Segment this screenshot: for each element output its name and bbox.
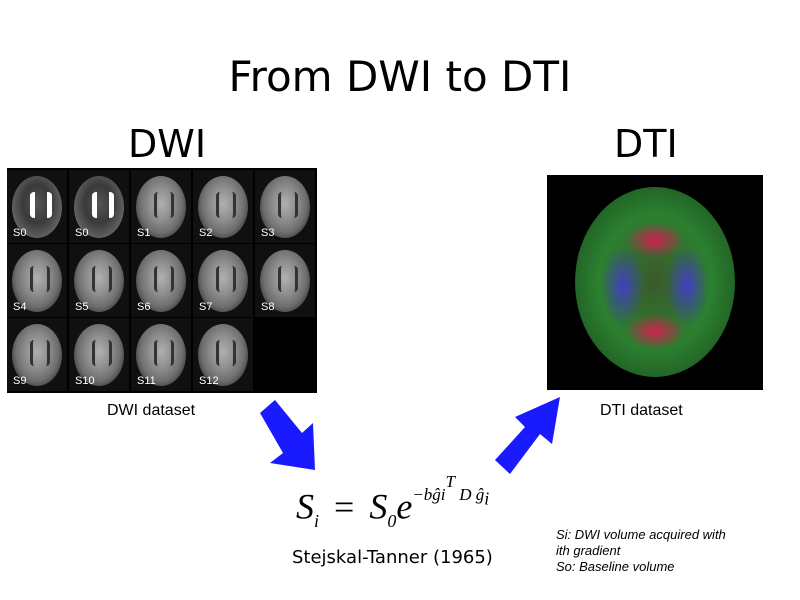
dwi-tile: S12	[193, 318, 253, 391]
dwi-tile: S11	[131, 318, 191, 391]
formula-rhs-subscript: 0	[387, 510, 397, 531]
ventricle	[278, 266, 298, 292]
brain-slice	[198, 250, 248, 312]
dwi-tile: S9	[7, 318, 67, 391]
dwi-empty-tile	[255, 318, 315, 391]
ventricle	[278, 192, 298, 218]
dwi-tile-label: S2	[199, 227, 213, 239]
dwi-tile-label: S4	[13, 301, 27, 313]
brain-slice	[198, 176, 248, 238]
ventricle	[216, 266, 236, 292]
arrow-up-right-icon	[495, 397, 560, 474]
ventricle	[30, 266, 50, 292]
formula-lhs: S	[296, 486, 314, 527]
dwi-caption: DWI dataset	[107, 402, 196, 419]
dwi-tile: S0	[7, 170, 67, 243]
dwi-tile: S6	[131, 244, 191, 317]
ventricle	[30, 192, 52, 218]
dwi-tile-label: S9	[13, 375, 27, 387]
ventricle	[92, 266, 112, 292]
brain-slice	[74, 250, 124, 312]
dti-brain-slice	[575, 187, 735, 377]
formula-legend: Si: DWI volume acquired with ith gradien…	[556, 527, 726, 575]
dti-color-map-image	[547, 175, 763, 390]
formula-exponent: −bĝiT D ĝi	[412, 472, 490, 509]
arrow-down-right-icon	[260, 400, 315, 470]
ventricle	[30, 340, 50, 366]
dwi-tile: S1	[131, 170, 191, 243]
dwi-tile: S0	[69, 170, 129, 243]
citation: Stejskal-Tanner (1965)	[292, 547, 493, 568]
brain-slice	[260, 176, 310, 238]
brain-slice	[74, 324, 124, 386]
brain-slice	[12, 250, 62, 312]
dwi-tile-label: S0	[13, 227, 27, 239]
dwi-tile-label: S10	[75, 375, 95, 387]
dwi-tile: S7	[193, 244, 253, 317]
dwi-tile-label: S7	[199, 301, 213, 313]
dwi-tile: S3	[255, 170, 315, 243]
ventricle	[216, 340, 236, 366]
ventricle	[92, 340, 112, 366]
ventricle	[154, 266, 174, 292]
stejskal-tanner-equation: Si = S0e−bĝiT D ĝi	[296, 472, 490, 532]
dwi-tile: S4	[7, 244, 67, 317]
dwi-tile-label: S8	[261, 301, 275, 313]
ventricle	[92, 192, 114, 218]
dwi-tile-label: S3	[261, 227, 275, 239]
brain-slice	[136, 176, 186, 238]
ventricle	[216, 192, 236, 218]
dwi-tile: S8	[255, 244, 315, 317]
ventricle	[154, 192, 174, 218]
dwi-tile: S10	[69, 318, 129, 391]
brain-slice	[198, 324, 248, 386]
legend-line: So: Baseline volume	[556, 559, 675, 574]
dwi-tile-label: S6	[137, 301, 151, 313]
brain-slice	[74, 176, 124, 238]
dti-heading: DTI	[614, 122, 678, 166]
dwi-tile-label: S12	[199, 375, 219, 387]
brain-slice	[136, 324, 186, 386]
dwi-tile-label: S11	[137, 375, 156, 387]
dwi-tile-label: S0	[75, 227, 89, 239]
ventricle	[154, 340, 174, 366]
brain-slice	[260, 250, 310, 312]
dwi-tile-label: S1	[137, 227, 151, 239]
dwi-tile-label: S5	[75, 301, 89, 313]
dwi-heading: DWI	[128, 122, 207, 166]
dti-caption: DTI dataset	[600, 402, 683, 419]
formula-base: e	[396, 486, 413, 527]
legend-line: Si: DWI volume acquired with	[556, 527, 726, 542]
legend-line: ith gradient	[556, 543, 621, 558]
dwi-tile: S2	[193, 170, 253, 243]
formula-equals: =	[334, 486, 355, 527]
dwi-tile: S5	[69, 244, 129, 317]
brain-slice	[12, 324, 62, 386]
formula-rhs: S	[369, 486, 388, 527]
slide-title: From DWI to DTI	[228, 52, 572, 101]
brain-slice	[12, 176, 62, 238]
brain-slice	[136, 250, 186, 312]
formula-lhs-subscript: i	[314, 510, 320, 531]
